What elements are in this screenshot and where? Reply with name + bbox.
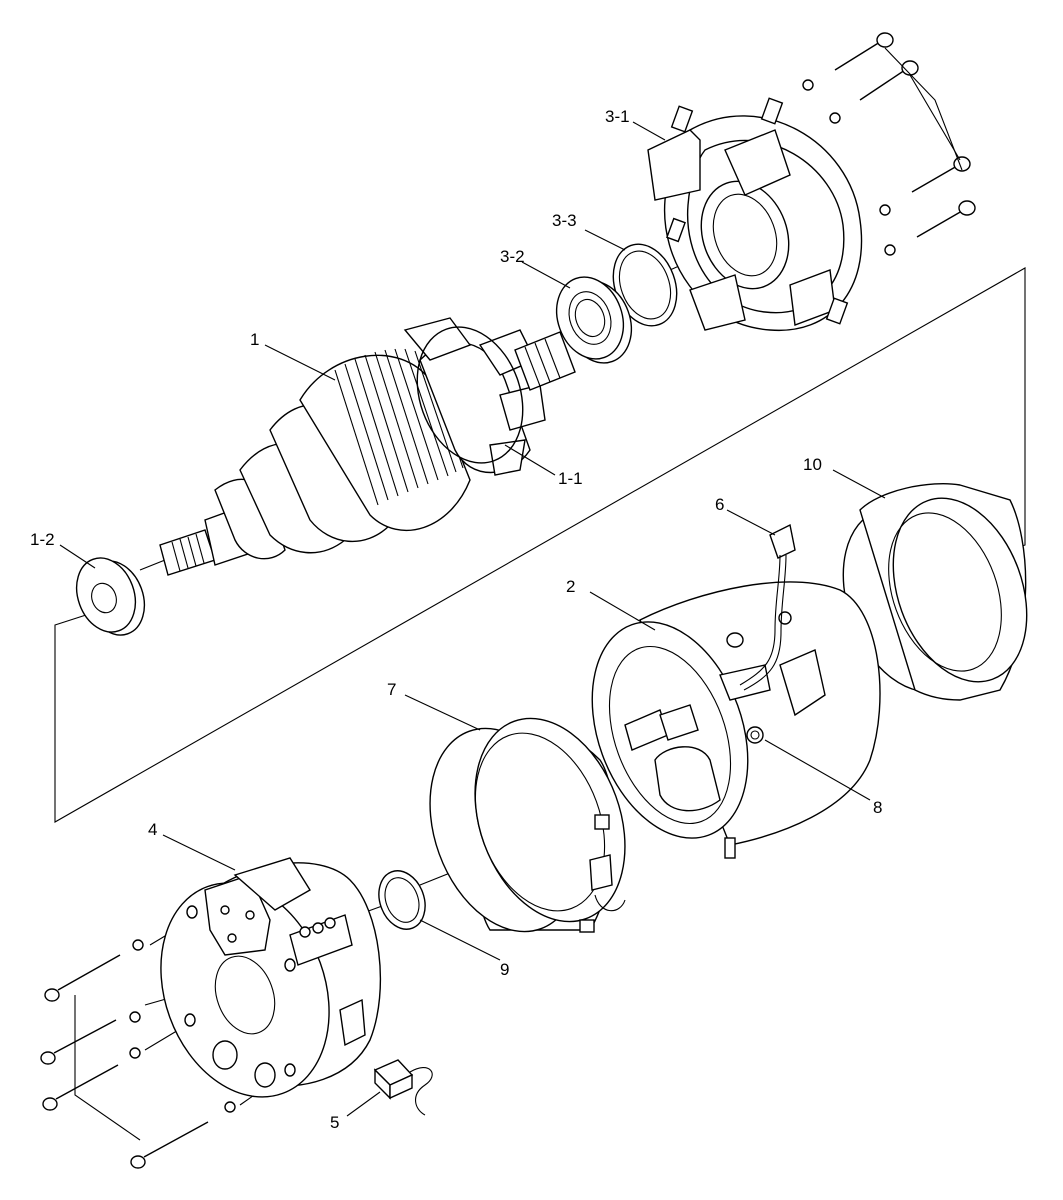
callout-1: 1 (250, 330, 259, 349)
callout-3-1: 3-1 (605, 107, 630, 126)
callout-1-2: 1-2 (30, 530, 55, 549)
part-4-end-housing (160, 857, 382, 1098)
shaft-thread (171, 533, 205, 572)
spline-lines (524, 338, 561, 387)
callout-3-2: 3-2 (500, 247, 525, 266)
armature-core-ribs (334, 348, 464, 506)
callout-4: 4 (148, 820, 157, 839)
callout-8: 8 (873, 798, 882, 817)
bolt (911, 156, 971, 193)
part-3-1-end-bracket (647, 97, 863, 332)
callout-9: 9 (500, 960, 509, 979)
part-6-terminal (739, 523, 796, 691)
part-1-1-fan (403, 317, 546, 476)
callout-leaders (59, 121, 886, 1117)
callout-1-1: 1-1 (558, 469, 583, 488)
end-housing-bolts (40, 939, 236, 1169)
bolt (130, 1121, 209, 1169)
bolt (44, 954, 121, 1002)
part-1-armature (159, 317, 576, 576)
bolt (40, 1019, 117, 1065)
part-1-2-bearing (75, 557, 146, 636)
part-5-brush (373, 1059, 433, 1116)
part-8-nut (746, 726, 764, 744)
part-9-o-ring (378, 870, 426, 930)
bolt (834, 32, 894, 71)
callout-10: 10 (803, 455, 822, 474)
bolt (859, 60, 919, 101)
callout-7: 7 (387, 680, 396, 699)
callout-labels: 1 1-1 1-2 2 3-1 3-2 3-3 4 5 6 7 8 9 10 (30, 107, 882, 1132)
part-7-band (429, 717, 626, 933)
part-2-frame (591, 581, 881, 859)
callout-5: 5 (330, 1113, 339, 1132)
bolt (42, 1064, 119, 1111)
callout-2: 2 (566, 577, 575, 596)
part-3-2-bearing (555, 276, 633, 364)
callout-6: 6 (715, 495, 724, 514)
part-3-3-o-ring (612, 243, 678, 327)
part-10-band (842, 483, 1028, 701)
callout-3-3: 3-3 (552, 211, 577, 230)
bolt (916, 200, 976, 238)
end-bracket-bolts (802, 32, 976, 256)
